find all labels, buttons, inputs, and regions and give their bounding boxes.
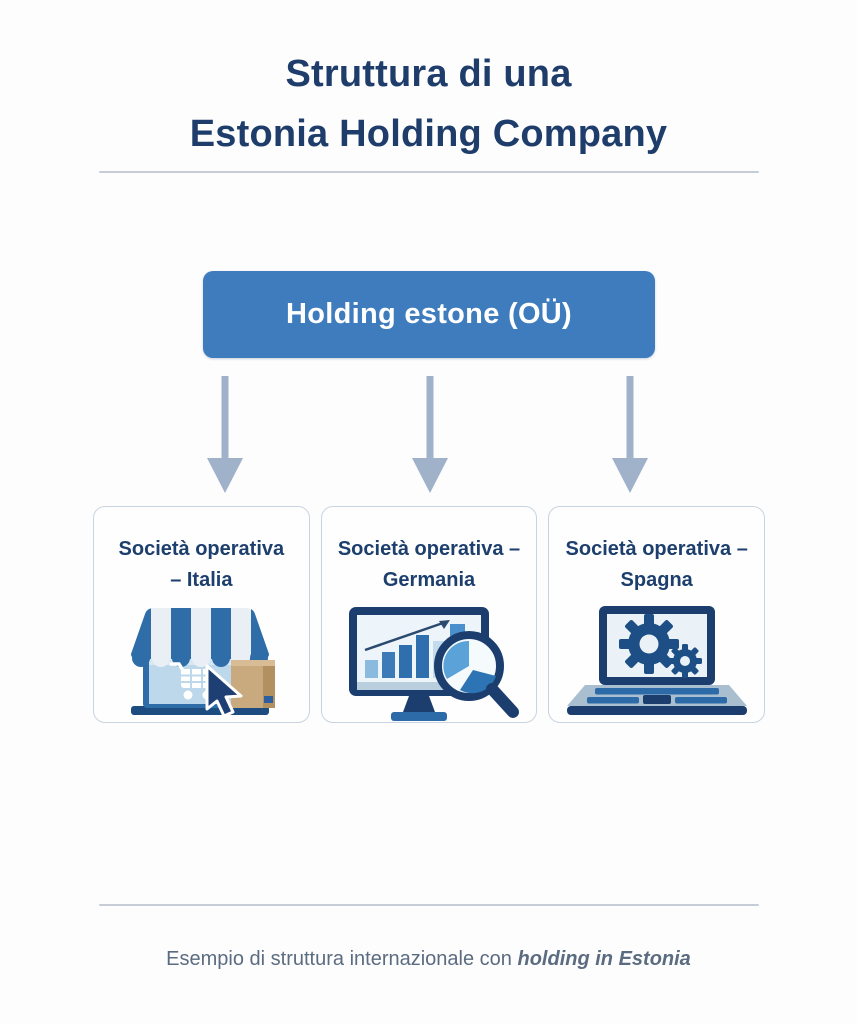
down-arrow-icon <box>612 376 648 493</box>
bottom-divider <box>99 904 759 906</box>
card-title: Società operativa – Italia <box>119 534 285 596</box>
card-title-line1: Società operativa – <box>337 538 521 560</box>
footer-caption: Esempio di struttura internazionale con … <box>0 948 857 971</box>
analytics-monitor-icon <box>349 607 519 721</box>
top-divider <box>99 171 759 173</box>
page-title-line1: Struttura di una <box>285 53 572 95</box>
laptop-gears-icon <box>566 606 747 715</box>
down-arrow-icon <box>412 376 448 493</box>
holding-parent-label: Holding estone (OÜ) <box>285 298 572 330</box>
holding-parent-node: Holding estone (OÜ) <box>203 271 655 358</box>
page-title-line2: Estonia Holding Company <box>189 113 668 155</box>
footer-caption-emphasis: holding in Estonia <box>517 948 691 970</box>
card-title-line1: Società operativa – <box>565 538 748 560</box>
subsidiary-cards-row: Società operativa – Italia <box>93 506 766 723</box>
page-title: Struttura di una Estonia Holding Company <box>0 44 857 164</box>
ecommerce-storefront-icon <box>131 608 276 718</box>
card-title-line2: – Italia <box>170 569 233 591</box>
card-title-line2: Germania <box>382 569 476 591</box>
card-societa-spagna: Società operativa – Spagna <box>548 506 766 723</box>
card-title: Società operativa – Germania <box>338 534 520 596</box>
down-arrow-icon <box>207 376 243 493</box>
footer-caption-text: Esempio di struttura internazionale con <box>166 948 518 970</box>
card-societa-italia: Società operativa – Italia <box>93 506 310 723</box>
card-title: Società operativa – Spagna <box>566 534 748 596</box>
card-title-line1: Società operativa <box>118 538 285 560</box>
card-societa-germania: Società operativa – Germania <box>320 506 538 723</box>
card-title-line2: Spagna <box>620 569 693 591</box>
